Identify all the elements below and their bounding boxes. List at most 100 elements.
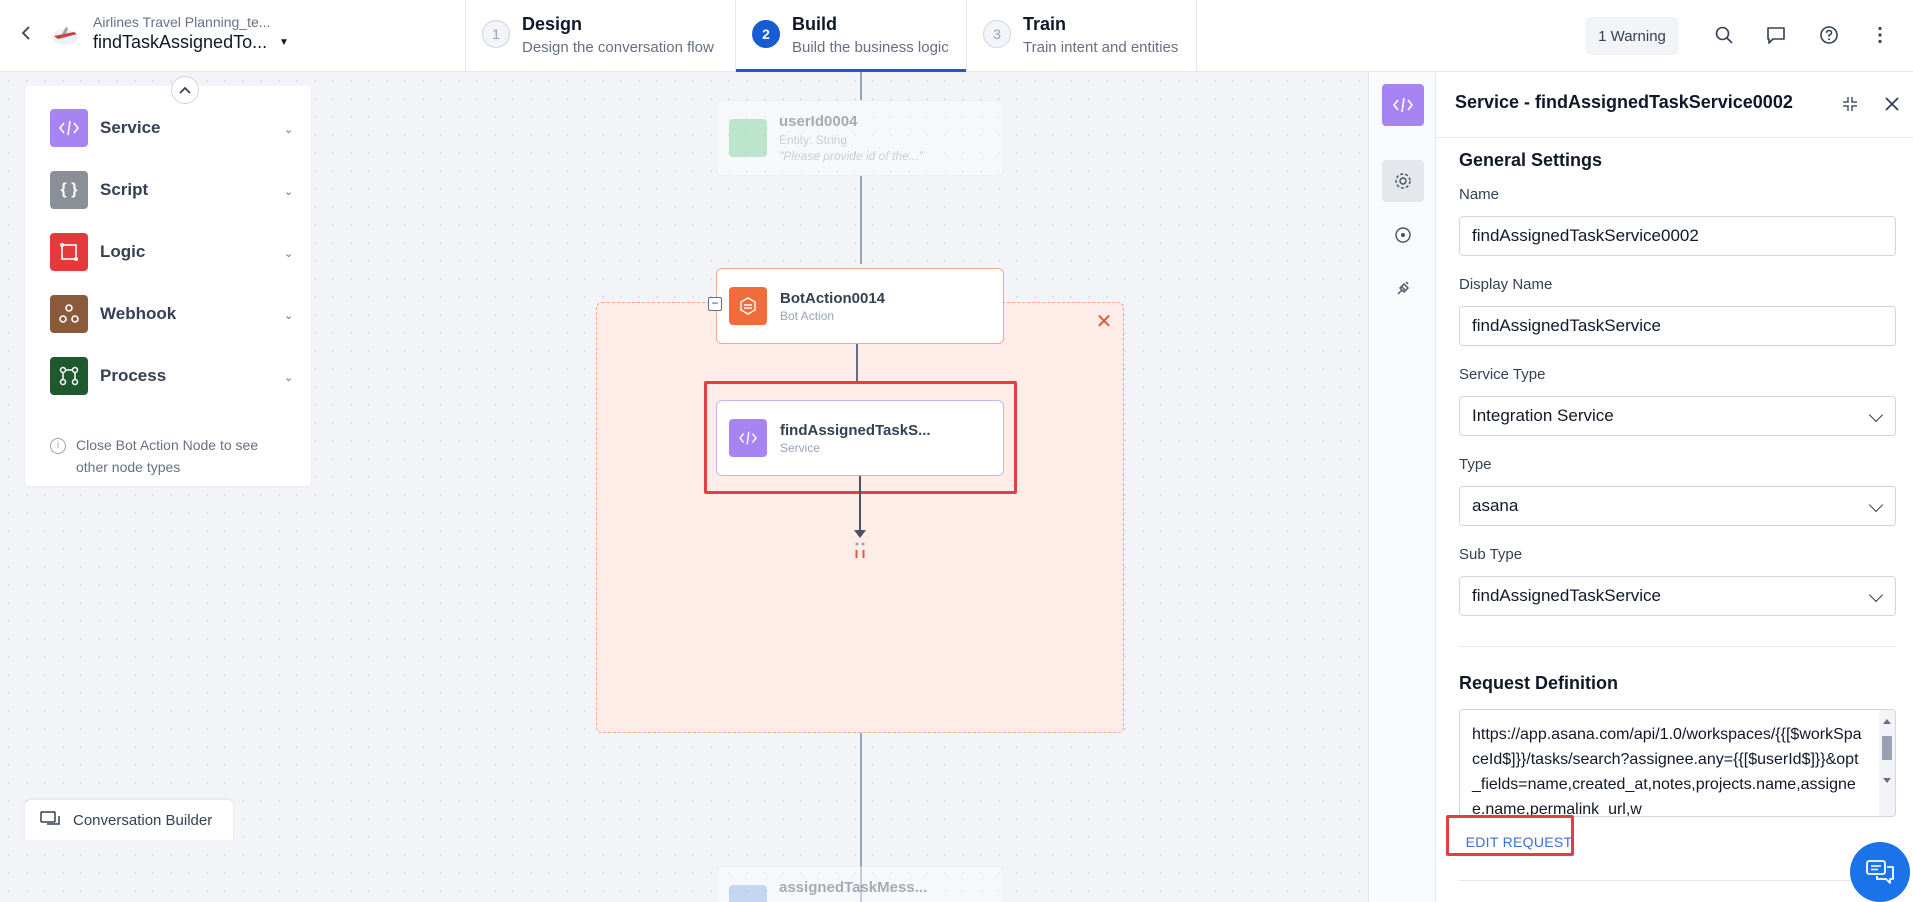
node-subtitle: Service [780,440,821,455]
type-label: Type [1459,456,1492,473]
highlight-box [1446,815,1574,856]
info-icon: i [50,438,66,454]
connector-line [860,733,862,902]
node-title: userId0004 [779,113,858,130]
close-icon[interactable] [1882,94,1902,114]
search-icon[interactable] [1713,24,1735,46]
node-type-label: Service [100,118,161,137]
step-number: 2 [752,20,780,48]
plug-icon[interactable] [1382,268,1424,310]
node-prompt: "Please provide id of the..." [779,149,923,163]
chevron-down-icon[interactable]: ⌄ [284,372,294,384]
entity-node[interactable]: userId0004 Entity: String "Please provid… [716,100,1004,176]
node-subtitle: Bot Action [780,308,835,323]
code-icon [729,419,767,457]
panel-hint: i Close Bot Action Node to see other nod… [50,434,290,478]
node-type-label: Logic [100,242,146,261]
webhook-icon [50,295,88,333]
display-name-label: Display Name [1459,276,1553,293]
tab-design[interactable]: 1 Design Design the conversation flow [465,0,735,72]
help-icon[interactable] [1818,24,1840,46]
target-icon[interactable] [1382,214,1424,256]
settings-gear-icon[interactable] [1382,160,1424,202]
connector-line [859,476,861,536]
add-node-handle-icon[interactable] [853,530,867,574]
properties-panel: Service - findAssignedTaskService0002 Ge… [1436,72,1913,902]
general-settings-title: General Settings [1459,150,1603,170]
step-number: 3 [983,20,1011,48]
code-icon [1382,84,1424,126]
request-definition-title: Request Definition [1459,673,1619,693]
conversation-icon [40,811,60,825]
node-title: BotAction0014 [780,289,886,307]
chevron-down-icon[interactable]: ⌄ [284,248,294,260]
name-field[interactable]: findAssignedTaskService0002 [1459,216,1896,256]
panel-title: Service - findAssignedTaskService0002 [1455,92,1793,112]
flow-canvas[interactable]: Service ⌄ { } Script ⌄ Logic ⌄ Webhook ⌄ [0,72,1368,902]
service-type-select[interactable]: Integration Service [1459,396,1896,436]
conversation-builder-tab[interactable]: Conversation Builder [25,800,233,840]
scrollbar[interactable] [1879,710,1895,816]
node-type-label: Process [100,366,167,385]
process-icon [50,357,88,395]
node-type-label: Script [100,180,149,199]
minimize-icon[interactable] [1840,94,1860,114]
type-select[interactable]: asana [1459,486,1896,526]
step-title: Train [1023,14,1067,34]
request-url: https://app.asana.com/api/1.0/workspaces… [1472,726,1862,817]
node-type-label: Webhook [100,304,177,323]
back-arrow-icon[interactable] [18,24,36,42]
node-type-service[interactable]: Service ⌄ [50,108,300,148]
top-bar: Airlines Travel Planning_te... findTaskA… [0,0,1913,72]
panel-hint-text: Close Bot Action Node to see other node … [76,437,259,475]
connector-line [856,344,858,384]
step-title: Build [792,14,837,34]
node-type-webhook[interactable]: Webhook ⌄ [50,294,300,334]
collapse-panel-button[interactable] [171,76,199,104]
sub-type-label: Sub Type [1459,546,1523,563]
braces-icon: { } [50,171,88,209]
app-logo-icon [50,22,80,48]
step-subtitle: Design the conversation flow [522,39,714,56]
chat-icon[interactable] [1765,24,1787,46]
node-title: findAssignedTaskS... [780,421,931,439]
step-tabs: 1 Design Design the conversation flow 2 … [465,0,1197,72]
tab-train[interactable]: 3 Train Train intent and entities [966,0,1197,72]
close-icon[interactable]: ✕ [1095,311,1113,333]
chevron-down-icon[interactable]: ⌄ [284,186,294,198]
caret-down-icon[interactable]: ▼ [279,37,289,48]
collapse-node-button[interactable]: − [708,297,722,311]
more-vertical-icon[interactable] [1869,24,1891,46]
node-type-logic[interactable]: Logic ⌄ [50,232,300,272]
code-icon [50,109,88,147]
message-icon [729,885,767,902]
dialog-name[interactable]: findTaskAssignedTo... [93,32,268,52]
chevron-down-icon[interactable]: ⌄ [284,124,294,136]
connector-line [860,176,862,264]
display-name-field[interactable]: findAssignedTaskService [1459,306,1896,346]
node-type-script[interactable]: { } Script ⌄ [50,170,300,210]
divider [1459,646,1896,647]
chevron-down-icon[interactable]: ⌄ [284,310,294,322]
chat-support-button[interactable] [1850,842,1910,902]
edit-request-button[interactable]: EDIT REQUEST [1465,834,1573,850]
service-node[interactable]: findAssignedTaskS... Service [716,400,1004,476]
node-type-panel: Service ⌄ { } Script ⌄ Logic ⌄ Webhook ⌄ [25,76,311,486]
conversation-builder-label: Conversation Builder [73,811,213,829]
chat-bubbles-icon [1866,860,1894,884]
connector-line [860,72,862,100]
step-title: Design [522,14,583,34]
bot-action-node[interactable]: − BotAction0014 Bot Action [708,268,1004,344]
tab-build[interactable]: 2 Build Build the business logic [735,0,966,72]
service-type-label: Service Type [1459,366,1546,383]
message-node[interactable]: assignedTaskMess... [716,866,1004,902]
node-type-process[interactable]: Process ⌄ [50,356,300,396]
step-number: 1 [482,20,510,48]
properties-rail [1368,72,1436,902]
divider [1459,880,1896,881]
request-definition-textarea[interactable]: https://app.asana.com/api/1.0/workspaces… [1459,709,1896,817]
step-subtitle: Train intent and entities [1023,39,1179,56]
sub-type-select[interactable]: findAssignedTaskService [1459,576,1896,616]
step-subtitle: Build the business logic [792,39,949,56]
warning-badge[interactable]: 1 Warning [1585,17,1679,55]
